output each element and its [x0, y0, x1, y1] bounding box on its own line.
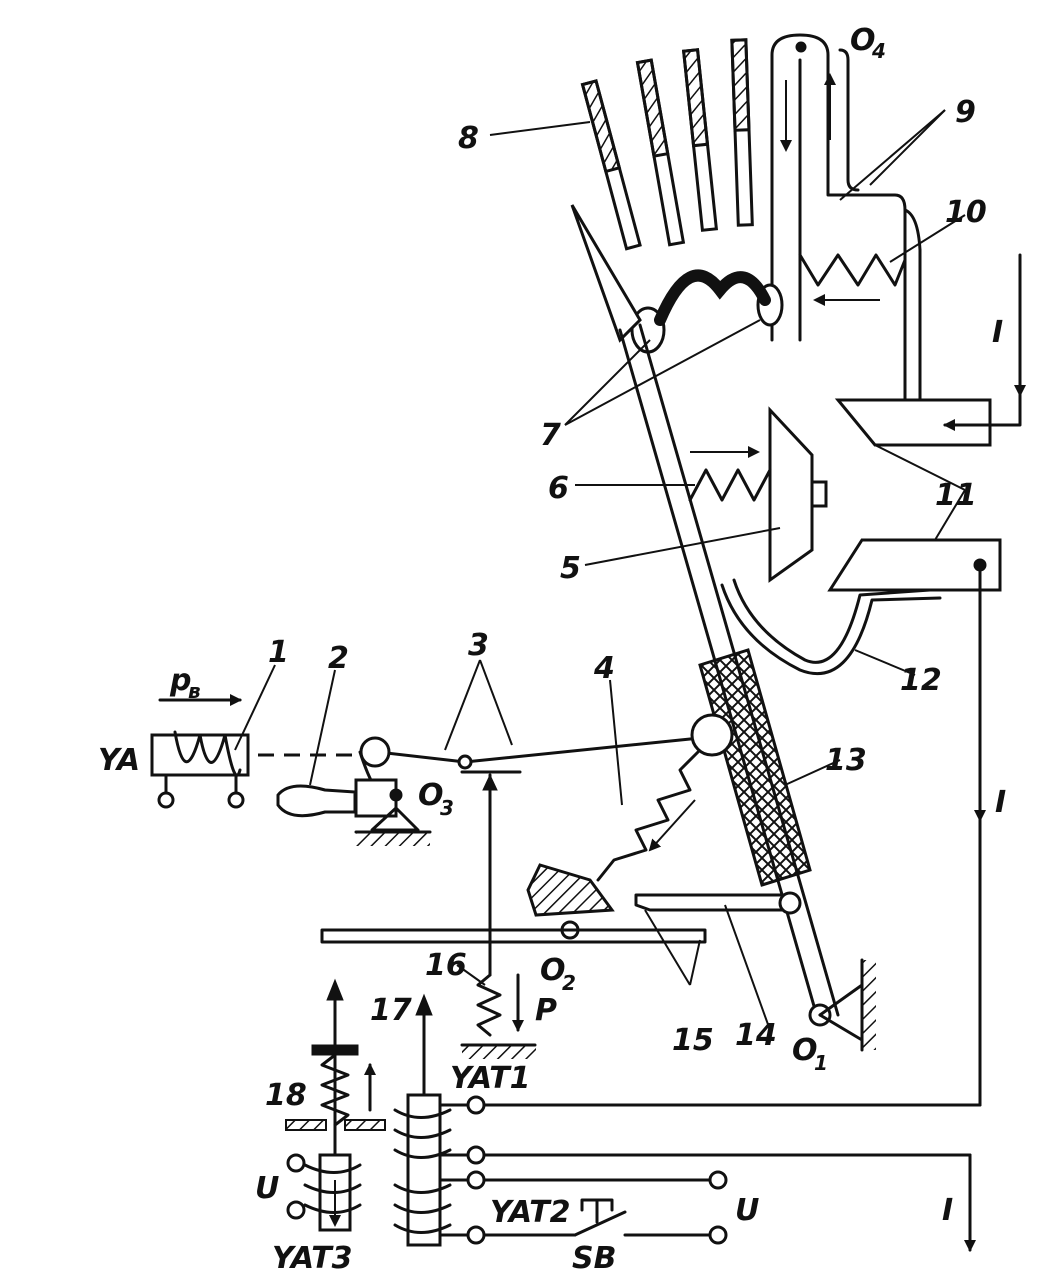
label-pv: p	[169, 663, 191, 698]
undervoltage-release-yat3	[285, 978, 386, 1232]
latch-hook	[634, 891, 802, 986]
label-current-bottom: I	[942, 1193, 953, 1228]
label-o3: O	[418, 778, 444, 813]
label-1: 1	[268, 635, 289, 670]
pivot-o1	[808, 958, 876, 1052]
trip-bar	[320, 773, 707, 977]
label-14: 14	[735, 1018, 777, 1053]
trip-coils-yat1-yat2	[393, 993, 486, 1247]
label-o4-sub: 4	[871, 39, 886, 63]
arcing-contacts	[630, 269, 784, 354]
label-yat1: YAT1	[450, 1061, 531, 1096]
label-11: 11	[935, 478, 977, 513]
label-17: 17	[370, 993, 412, 1028]
solenoid-ya	[150, 694, 360, 809]
label-current-top: I	[992, 315, 1003, 350]
leader-lines	[234, 109, 966, 1031]
reset-spring	[460, 973, 537, 1059]
label-u-left: U	[255, 1171, 279, 1206]
label-16: 16	[425, 948, 467, 983]
trip-spring-arrow	[648, 799, 696, 852]
label-pv-sub: в	[188, 679, 201, 703]
main-contact	[768, 406, 828, 583]
insulating-sleeve	[698, 648, 812, 887]
label-o1-sub: 1	[814, 1051, 828, 1075]
current-path	[478, 253, 1026, 1252]
label-u-right: U	[735, 1193, 759, 1228]
trip-linkage	[354, 713, 734, 846]
label-18: 18	[265, 1078, 307, 1113]
label-12: 12	[900, 663, 942, 698]
manual-trip-handle	[276, 784, 357, 818]
label-yat3: YAT3	[272, 1241, 353, 1276]
label-current-right: I	[995, 785, 1006, 820]
main-contact-spring	[688, 468, 772, 502]
arc-chute-plates	[580, 38, 754, 251]
flexible-connection	[720, 583, 942, 676]
terminals	[827, 398, 1002, 592]
label-o3-sub: 3	[440, 796, 454, 820]
label-p-force: P	[535, 993, 557, 1028]
label-o1: O	[792, 1033, 818, 1068]
label-10: 10	[945, 195, 987, 230]
label-2: 2	[328, 641, 349, 676]
label-13: 13	[825, 743, 867, 778]
label-9: 9	[955, 95, 976, 130]
label-5: 5	[560, 551, 581, 586]
trip-spring	[596, 750, 700, 882]
label-15: 15	[672, 1023, 714, 1058]
label-yat2: YAT2	[490, 1195, 571, 1230]
label-8: 8	[458, 121, 479, 156]
label-3: 3	[468, 628, 489, 663]
label-6: 6	[548, 471, 569, 506]
label-7: 7	[540, 418, 561, 453]
label-o2-sub: 2	[562, 971, 576, 995]
label-ya: YA	[98, 743, 140, 778]
label-o2: O	[540, 953, 566, 988]
label-sb: SB	[572, 1241, 616, 1276]
arc-horn-conductor	[770, 33, 922, 402]
contact-spring	[798, 253, 907, 287]
label-o4: O	[850, 23, 876, 58]
label-4: 4	[593, 651, 615, 686]
